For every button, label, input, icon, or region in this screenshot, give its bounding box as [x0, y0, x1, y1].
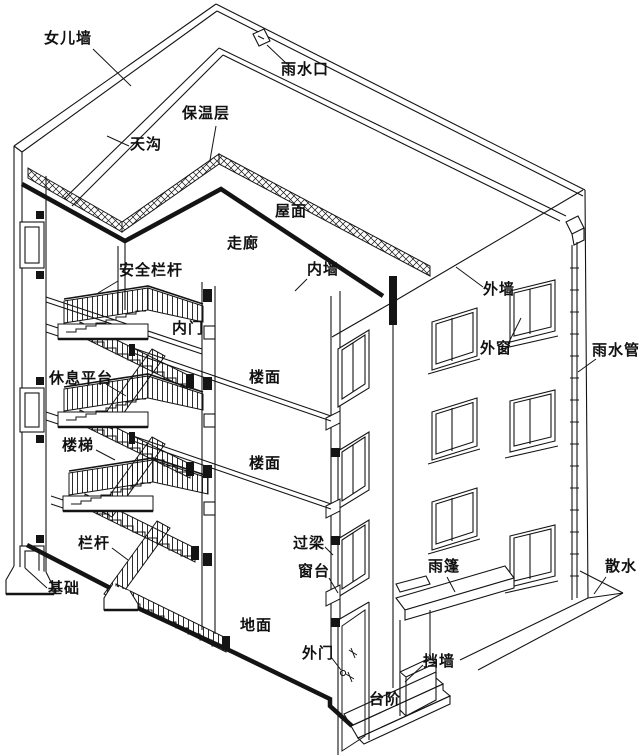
label-floor-upper: 楼面	[249, 370, 282, 386]
label-steps: 台阶	[369, 692, 402, 708]
label-railing: 栏杆	[78, 536, 111, 552]
label-apron: 散水	[605, 559, 638, 575]
interior-door-symbol	[203, 325, 216, 340]
wall-section-details	[325, 410, 341, 627]
apron-band	[477, 570, 624, 671]
facade-right-windows	[504, 279, 559, 594]
label-safety-railing: 安全栏杆	[119, 263, 184, 279]
label-gutter: 天沟	[130, 137, 163, 153]
label-rest-landing: 休息平台	[49, 371, 114, 387]
leader-lines	[24, 44, 607, 683]
facade-mid-windows	[427, 307, 481, 555]
left-wall-section-windows	[19, 211, 45, 589]
entrance-steps	[343, 671, 452, 745]
label-exterior-wall: 外墙	[483, 282, 516, 298]
label-interior-wall: 内墙	[307, 262, 340, 278]
label-corridor: 走廊	[227, 236, 260, 252]
label-insulation: 保温层	[182, 106, 231, 122]
corridor-wall-strip	[201, 282, 216, 634]
label-lintel: 过梁	[293, 536, 326, 552]
insulation-band	[27, 153, 431, 277]
label-windowsill: 窗台	[298, 564, 331, 580]
label-roof: 屋面	[275, 204, 308, 220]
label-ground: 地面	[240, 618, 273, 634]
retaining-wall-block	[399, 657, 437, 717]
label-rain-inlet: 雨水口	[281, 62, 330, 78]
parapet-and-left-wall	[13, 3, 586, 572]
label-stairs: 楼梯	[62, 438, 95, 454]
canopy	[395, 565, 515, 621]
exterior-door-symbol	[337, 601, 370, 755]
roof-slab-cut-line	[20, 182, 385, 298]
wall-section-poche	[389, 276, 397, 325]
label-foundation: 基础	[48, 581, 81, 597]
label-parapet: 女儿墙	[44, 31, 93, 47]
facade-left-bay-windows	[337, 329, 370, 598]
foundation-footings	[5, 565, 139, 612]
label-floor-lower: 楼面	[249, 456, 282, 472]
label-exterior-window: 外窗	[480, 341, 513, 357]
label-canopy: 雨篷	[428, 559, 461, 575]
label-interior-door: 内门	[172, 321, 205, 337]
label-downspout: 雨水管	[592, 343, 640, 359]
label-retaining-wall: 挡墙	[423, 654, 456, 670]
label-exterior-door: 外门	[302, 646, 335, 662]
downspout-pipe	[565, 215, 585, 600]
rain-inlet-symbol	[252, 28, 271, 47]
